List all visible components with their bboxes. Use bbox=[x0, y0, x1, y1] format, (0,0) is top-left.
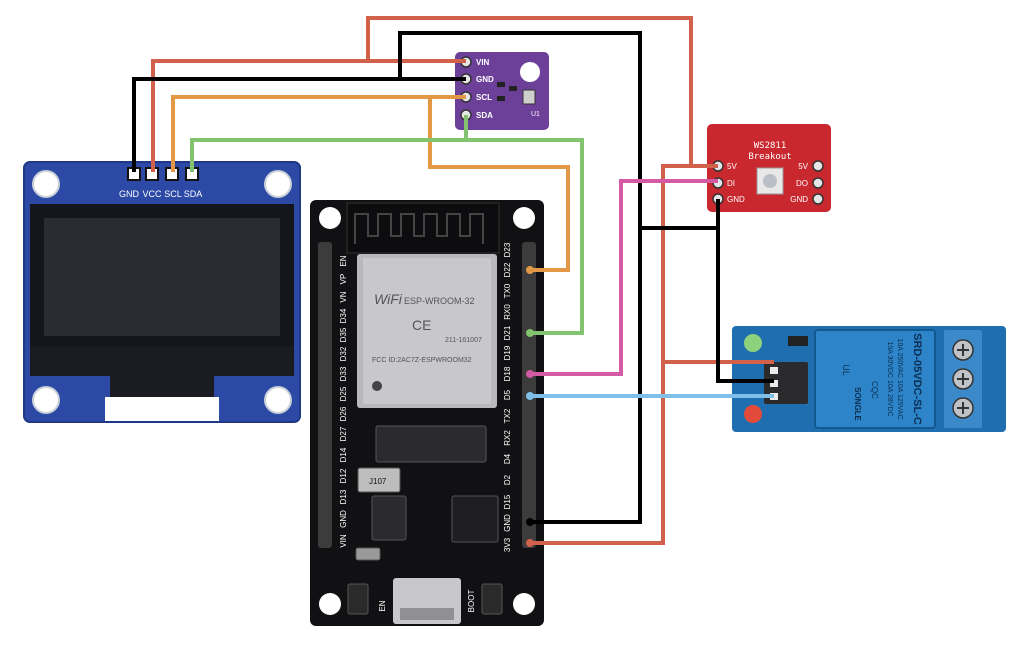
en-button-label: EN bbox=[378, 600, 387, 611]
esp-pin-d5: D5 bbox=[503, 389, 512, 400]
relay-ul: UL bbox=[841, 364, 851, 376]
mount-hole bbox=[32, 170, 60, 198]
wire-power-3v3 bbox=[530, 362, 665, 545]
oled-pin-vcc: VCC bbox=[142, 189, 162, 199]
wire-gnd-bme-esp bbox=[398, 31, 642, 524]
esp-pin-d35: D35 bbox=[339, 327, 348, 342]
bme-pin-sda: SDA bbox=[476, 111, 493, 120]
r-code: 211-161007 bbox=[445, 337, 482, 344]
module-dot bbox=[372, 381, 382, 391]
esp-pin-tx2: TX2 bbox=[503, 408, 512, 423]
bme-pin-scl: SCL bbox=[476, 93, 492, 102]
relay-brand: SONGLE bbox=[853, 387, 862, 421]
wire-terminals bbox=[526, 266, 534, 547]
wire-power-oled-bme bbox=[151, 59, 466, 172]
ws2811-title: WS2811 bbox=[754, 141, 787, 151]
ce-mark: CE bbox=[412, 317, 431, 333]
ws2811-pin-5v-out: 5V bbox=[798, 162, 808, 171]
boot-button-label: BOOT bbox=[467, 590, 476, 613]
ws2811-subtitle: Breakout bbox=[748, 152, 791, 162]
esp-pin-3v3: 3V3 bbox=[503, 537, 512, 552]
ws2811-pin-gnd: GND bbox=[727, 195, 745, 204]
module-brand: WiFi bbox=[374, 291, 403, 307]
esp-pin-d33: D33 bbox=[339, 366, 348, 381]
esp-pin-gnd-right: GND bbox=[503, 514, 512, 532]
esp-pin-tx0: TX0 bbox=[503, 283, 512, 298]
oled-pin-gnd: GND bbox=[119, 189, 140, 199]
esp-pin-d23: D23 bbox=[503, 242, 512, 257]
mount-hole bbox=[319, 207, 341, 229]
relay-status-led-red bbox=[744, 405, 762, 423]
esp-pin-d34: D34 bbox=[339, 308, 348, 323]
wires bbox=[132, 16, 774, 545]
wire-gnd-relay bbox=[716, 228, 774, 383]
esp-pin-d2: D2 bbox=[503, 474, 512, 485]
mount-hole bbox=[319, 593, 341, 615]
relay-model: SRD-05VDC-SL-C bbox=[911, 333, 923, 425]
esp-pin-d19: D19 bbox=[503, 345, 512, 360]
esp-pin-d22: D22 bbox=[503, 262, 512, 277]
module-name: ESP-WROOM-32 bbox=[404, 296, 475, 306]
relay-terminal-screws bbox=[952, 339, 974, 419]
wire-gnd-ws2811 bbox=[640, 199, 720, 230]
oled-screen bbox=[44, 218, 280, 336]
wire-sda bbox=[190, 115, 584, 335]
mount-hole bbox=[32, 386, 60, 414]
ws2811-pin-di: DI bbox=[727, 179, 735, 188]
esp-pin-rx2: RX2 bbox=[503, 430, 512, 446]
bme-pin-vin: VIN bbox=[476, 58, 490, 67]
ws2811-pin-do: DO bbox=[796, 179, 808, 188]
bme-chip bbox=[522, 89, 536, 105]
oled-pin-scl: SCL bbox=[164, 189, 182, 199]
ws2811-pin-5v: 5V bbox=[727, 162, 737, 171]
bme-sensor: VIN GND SCL SDA U1 bbox=[455, 52, 549, 130]
esp-pin-vp: VP bbox=[339, 274, 348, 285]
mount-hole bbox=[513, 207, 535, 229]
oled-pin-sda: SDA bbox=[184, 189, 203, 199]
esp-pin-rx0: RX0 bbox=[503, 304, 512, 320]
esp-pin-d27: D27 bbox=[339, 426, 348, 441]
esp-pin-d26: D26 bbox=[339, 406, 348, 421]
esp-pin-d21: D21 bbox=[503, 325, 512, 340]
esp-pin-gnd-left: GND bbox=[339, 510, 348, 528]
esp-pin-d25: D25 bbox=[339, 386, 348, 401]
relay-module: SRD-05VDC-SL-C 10A 250VAC 10A 125VAC 10A… bbox=[732, 326, 1006, 432]
esp32-left-header bbox=[318, 242, 332, 548]
relay-rating-1: 10A 250VAC 10A 125VAC bbox=[896, 338, 903, 419]
esp-pin-d32: D32 bbox=[339, 346, 348, 361]
esp-pin-d18: D18 bbox=[503, 366, 512, 381]
mount-hole bbox=[264, 386, 292, 414]
esp-pin-vn: VN bbox=[339, 291, 348, 302]
esp32-smd-components bbox=[347, 425, 503, 615]
wire-scl bbox=[171, 95, 570, 272]
ws2811-pin-gnd-out: GND bbox=[790, 195, 808, 204]
esp-pin-d13: D13 bbox=[339, 489, 348, 504]
ws2811-breakout: WS2811 Breakout 5V DI GND 5V DO GND bbox=[707, 124, 831, 212]
fcc-id: FCC ID:2AC7Z-ESPWROOM32 bbox=[372, 357, 472, 364]
esp-pin-d4: D4 bbox=[503, 453, 512, 464]
esp-pin-vin: VIN bbox=[339, 534, 348, 548]
relay-rating-2: 10A 30VDC 10A 28VDC bbox=[886, 341, 893, 416]
mount-hole bbox=[264, 170, 292, 198]
crystal-label: J107 bbox=[369, 477, 387, 486]
wire-ws2811-data bbox=[530, 179, 718, 376]
oled-ribbon bbox=[110, 372, 214, 400]
relay-cert: CQC bbox=[870, 381, 879, 399]
esp-pin-d12: D12 bbox=[339, 468, 348, 483]
esp32-board: WiFi ESP-WROOM-32 CE 211-161007 FCC ID:2… bbox=[302, 198, 550, 632]
esp-pin-en: EN bbox=[339, 255, 348, 266]
wire-gnd-oled-bme bbox=[132, 77, 466, 172]
esp-pin-d15: D15 bbox=[503, 494, 512, 509]
mount-hole bbox=[520, 62, 540, 82]
bme-chip-label: U1 bbox=[531, 111, 540, 118]
oled-display: GND VCC SCL SDA bbox=[23, 161, 301, 423]
esp-pin-d14: D14 bbox=[339, 447, 348, 462]
ws2811-right-pads bbox=[812, 160, 824, 205]
bme-pin-gnd: GND bbox=[476, 75, 494, 84]
relay-coil bbox=[815, 330, 935, 428]
relay-status-led-green bbox=[744, 334, 762, 352]
mount-hole bbox=[513, 593, 535, 615]
